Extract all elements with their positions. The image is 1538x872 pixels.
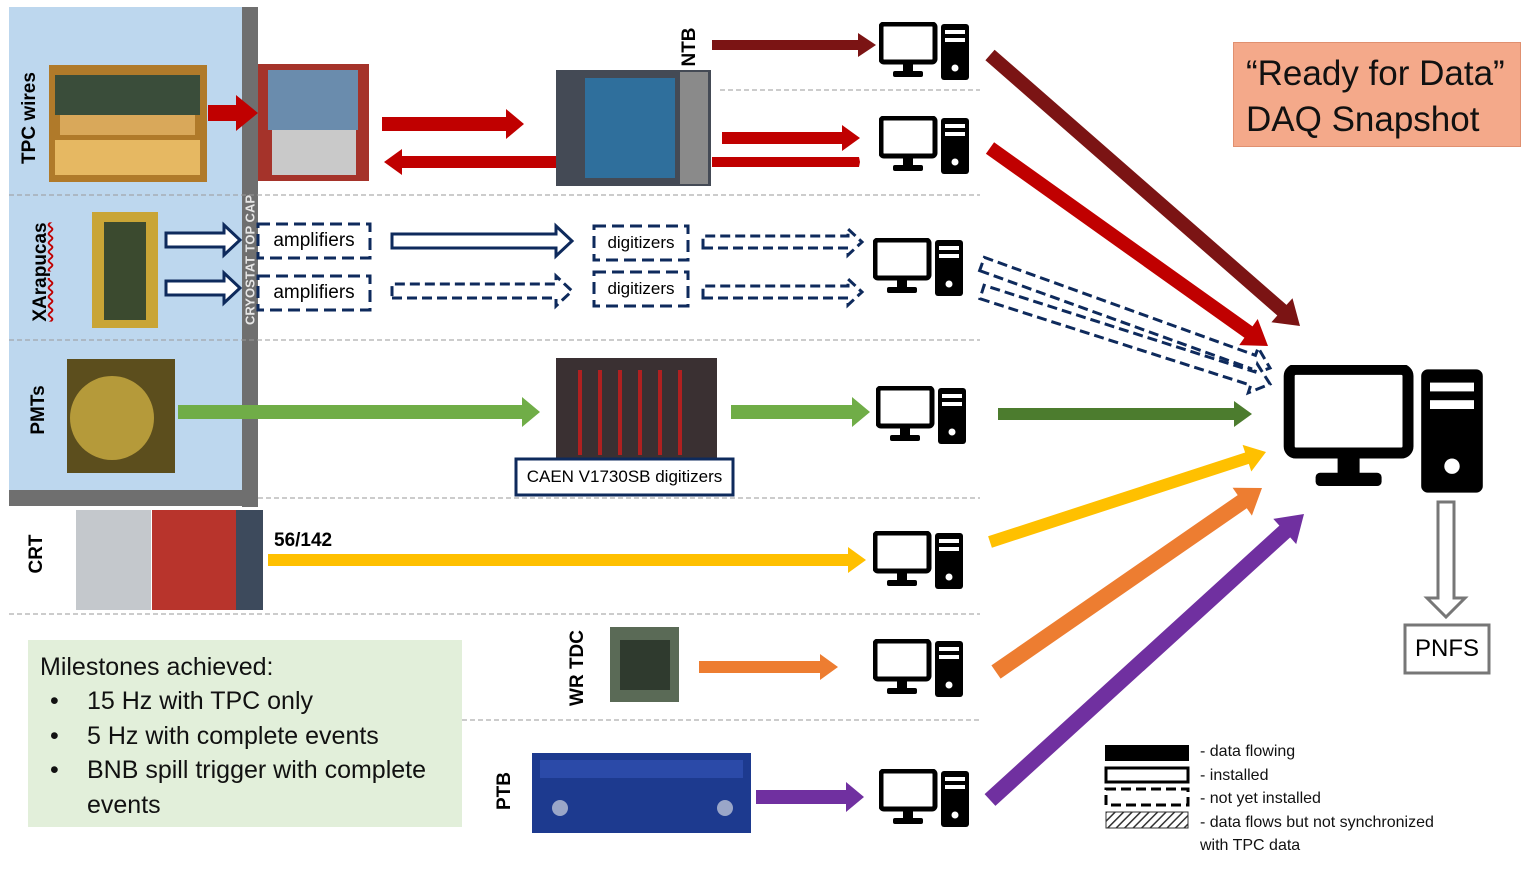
title-box: “Ready for Data” DAQ Snapshot — [1233, 42, 1521, 147]
caen-box — [514, 457, 735, 497]
arrow-dig-1-to-pc — [701, 225, 865, 259]
milestone-item: 5 Hz with complete events — [40, 719, 450, 754]
arrow-crt-pc-to-main — [988, 444, 1266, 548]
arrows — [164, 33, 1304, 812]
computer-icon-xarapucas — [875, 240, 963, 296]
milestone-item: 15 Hz with TPC only — [40, 684, 450, 719]
caen-label: CAEN V1730SB digitizers — [526, 467, 723, 486]
arrow-caen-to-pc — [731, 397, 870, 427]
digitizer-label-1: digitizers — [607, 233, 675, 252]
label-wr-tdc: WR TDC — [567, 630, 588, 706]
arrow-pmt-pc-to-main — [998, 401, 1252, 427]
arrow-amp-1-to-dig — [390, 222, 575, 260]
photo-ntb-rack — [556, 70, 711, 186]
pnfs-arrow — [1423, 500, 1469, 620]
arrow-tpc-to-rack — [382, 109, 524, 139]
arrow-ntb-pc-to-main — [985, 49, 1300, 326]
arrow-rack-to-tpc-pc-1 — [722, 125, 860, 151]
milestone-item: BNB spill trigger with complete events — [40, 753, 450, 822]
photo-tpc-wires — [49, 65, 207, 182]
arrow-wrtdc-to-pc — [699, 654, 838, 680]
dashed-boxes — [256, 222, 690, 312]
label-tpc-wires: TPC wires — [19, 72, 40, 164]
label-ptb: PTB — [494, 772, 515, 810]
arrow-rack-to-tpc-pc-2 — [712, 157, 860, 167]
photo-crt — [76, 510, 263, 610]
legend-item: - data flowing — [1200, 743, 1296, 760]
amplifier-label-1: amplifiers — [273, 230, 355, 251]
label-crt: CRT — [26, 534, 47, 574]
photo-ptb — [532, 753, 751, 833]
legend-item: - installed — [1200, 767, 1269, 784]
legend-item: with TPC data — [1200, 837, 1301, 854]
arrow-tpc-pc-to-main — [985, 142, 1268, 346]
cryostat-bar — [242, 7, 258, 507]
arrow-crt-to-pc — [268, 547, 866, 573]
digitizer-label-2: digitizers — [607, 279, 675, 298]
cryostat-bottom-bar — [9, 490, 258, 506]
photo-caen-digitizers — [556, 358, 717, 459]
cryostat-label: CRYOSTAT TOP CAP — [242, 194, 258, 326]
label-pmts: PMTs — [28, 385, 49, 435]
arrow-amp-2-to-dig — [390, 272, 575, 310]
arrow-tpc-wires-to-electronics — [208, 95, 258, 131]
arrow-ptb-to-pc — [756, 782, 864, 812]
photo-wr-tdc — [610, 627, 679, 702]
arrow-dig-2-to-pc — [701, 275, 865, 309]
computer-icon-wrtdc — [875, 641, 963, 697]
arrow-ntb-to-pc — [712, 33, 876, 57]
legend-swatches — [1104, 745, 1190, 829]
arrow-xa-1-to-amp — [164, 221, 243, 259]
computer-icon-pmt — [878, 388, 966, 444]
row-separators — [9, 89, 980, 721]
legend-item: - not yet installed — [1200, 790, 1321, 807]
photo-pmt — [67, 359, 175, 473]
computer-icon-crt — [875, 533, 963, 589]
photo-xarapucas — [92, 212, 158, 328]
amplifier-label-2: amplifiers — [273, 282, 355, 303]
computer-icon-main — [1289, 369, 1483, 492]
pnfs-label: PNFS — [1414, 635, 1479, 662]
arrow-xa-pc-to-main-2 — [978, 283, 1273, 396]
arrow-rack-to-tpc — [384, 149, 556, 175]
milestones-box: Milestones achieved: 15 Hz with TPC only… — [28, 640, 462, 827]
crt-count: 56/142 — [274, 530, 333, 551]
title-line-1: “Ready for Data” — [1246, 54, 1505, 93]
photo-tpc-electronics — [258, 64, 369, 181]
legend-item: - data flows but not synchronized — [1200, 814, 1434, 831]
arrow-wrtdc-pc-to-main — [991, 487, 1262, 679]
label-xarapucas: XArapucas — [30, 222, 51, 322]
computer-icon-ptb — [881, 771, 969, 827]
pnfs-box — [1403, 623, 1491, 675]
arrow-pmt-to-caen — [178, 397, 540, 427]
arrow-ptb-pc-to-main — [984, 514, 1304, 806]
computer-icon-tpc — [881, 118, 969, 174]
milestones-title: Milestones achieved: — [40, 653, 274, 681]
label-ntb: NTB — [679, 27, 700, 67]
computer-icon-ntb — [881, 24, 969, 80]
title-line-2: DAQ Snapshot — [1246, 100, 1480, 139]
arrow-xa-2-to-amp — [164, 269, 243, 307]
